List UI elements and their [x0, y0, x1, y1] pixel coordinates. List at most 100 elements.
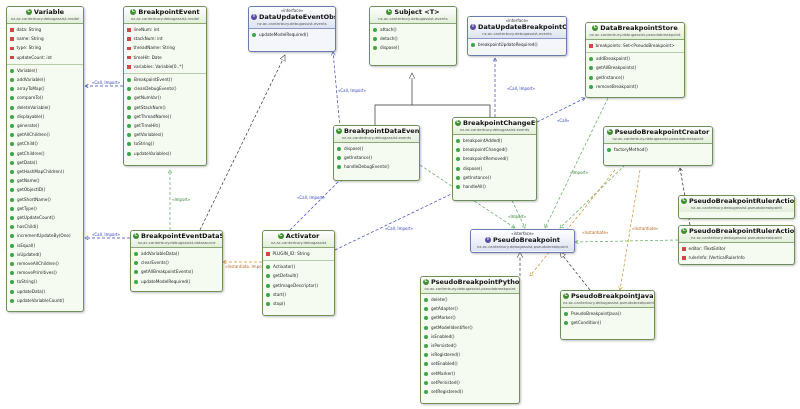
method-row[interactable]: clearEvents() [131, 258, 222, 267]
method-row[interactable]: setRegistered() [421, 387, 519, 396]
interface-data-update-breakpoint-observer[interactable]: «interface»IDataUpdateBreakpointObserver… [467, 16, 567, 56]
method-row[interactable]: setEnabled() [421, 359, 519, 368]
method-row[interactable]: getStackNum() [124, 103, 206, 112]
class-breakpoint-event-data-store[interactable]: CBreakpointEventDataStorenz.ac.canterbur… [130, 230, 223, 292]
method-row[interactable]: compareTo() [7, 93, 83, 102]
method-row[interactable]: attach() [370, 25, 456, 34]
method-row[interactable]: setMarker() [421, 369, 519, 378]
method-row[interactable]: updateVariables() [124, 149, 206, 158]
method-row[interactable]: setPersisted() [421, 378, 519, 387]
method-row[interactable]: updateModelRequired() [131, 277, 222, 286]
attribute-row[interactable]: lineNum: int [124, 25, 206, 34]
method-row[interactable]: arrayToMap() [7, 84, 83, 93]
method-row[interactable]: Activator() [263, 262, 334, 271]
method-row[interactable]: updateModelRequired() [249, 30, 335, 39]
method-row[interactable]: isEqual() [7, 241, 83, 250]
method-row[interactable]: dispose() [453, 164, 536, 173]
method-row[interactable]: getObjectID() [7, 185, 83, 194]
attribute-row[interactable]: type: String [7, 43, 83, 52]
method-row[interactable]: getImageDescriptor() [263, 281, 334, 290]
method-row[interactable]: getInstance() [453, 173, 536, 182]
method-row[interactable]: getModelIdentifier() [421, 323, 519, 332]
method-row[interactable]: getChild() [7, 139, 83, 148]
attribute-row[interactable]: breakpoints: Set<PseudoBreakpoint> [586, 41, 684, 50]
method-row[interactable]: isRegistered() [421, 350, 519, 359]
attribute-row[interactable]: rulerInfo: IVerticalRulerInfo [679, 253, 794, 262]
attribute-row[interactable]: stackNum: int [124, 34, 206, 43]
method-row[interactable]: getMarker() [421, 313, 519, 322]
method-row[interactable]: isPersisted() [421, 341, 519, 350]
method-row[interactable]: BreakpointEvent() [124, 75, 206, 84]
method-row[interactable]: getDefault() [263, 271, 334, 280]
method-row[interactable]: getChildren() [7, 149, 83, 158]
attribute-row[interactable]: PLUGIN_ID: String [263, 249, 334, 258]
method-row[interactable]: incrementUpdateBy(One) [7, 231, 83, 240]
method-row[interactable]: breakpointRemoved() [453, 154, 536, 163]
method-row[interactable]: getName() [7, 176, 83, 185]
method-row[interactable]: getInstance() [334, 153, 419, 162]
class-ruler-action-delegate[interactable]: CPseudoBreakpointRulerActionDelegatenz.a… [678, 195, 795, 219]
method-row[interactable]: dispose() [334, 144, 419, 153]
method-row[interactable]: breakpointUpdateRequired() [468, 40, 566, 49]
method-row[interactable]: deleteVariable() [7, 103, 83, 112]
method-row[interactable]: Variable() [7, 66, 83, 75]
method-row[interactable]: getTimeHit() [124, 121, 206, 130]
method-row[interactable]: getShortName() [7, 195, 83, 204]
method-row[interactable]: toString() [7, 277, 83, 286]
method-row[interactable]: getNumVar() [124, 93, 206, 102]
method-row[interactable]: handleDebugEvents() [334, 162, 419, 171]
method-row[interactable]: removeBreakpoint() [586, 82, 684, 91]
method-row[interactable]: getHashMapChildren() [7, 167, 83, 176]
method-row[interactable]: breakpointAdded() [453, 136, 536, 145]
method-row[interactable]: toString() [124, 139, 206, 148]
method-row[interactable]: getType() [7, 204, 83, 213]
method-row[interactable]: cleanDebugEvents() [124, 84, 206, 93]
method-row[interactable]: updateData() [7, 287, 83, 296]
method-row[interactable]: addVariableData() [131, 249, 222, 258]
method-row[interactable]: delete() [421, 295, 519, 304]
attribute-row[interactable]: threadName: String [124, 43, 206, 52]
method-row[interactable]: getCondition() [561, 318, 654, 327]
method-row[interactable]: stop() [263, 299, 334, 308]
method-row[interactable]: getAllBreakpoints() [586, 63, 684, 72]
method-row[interactable]: getData() [7, 158, 83, 167]
method-row[interactable]: addVariable() [7, 75, 83, 84]
class-breakpoint-change-event[interactable]: CBreakpointChangeEventnz.ac.canterbury.d… [452, 117, 537, 201]
method-row[interactable]: getInstance() [586, 73, 684, 82]
method-row[interactable]: detach() [370, 34, 456, 43]
method-row[interactable]: generate() [7, 121, 83, 130]
method-row[interactable]: factoryMethod() [604, 145, 712, 154]
attribute-row[interactable]: updateCount: int [7, 53, 83, 62]
attribute-row[interactable]: editor: ITextEditor [679, 244, 794, 253]
method-row[interactable]: handleAll() [453, 182, 536, 191]
method-row[interactable]: getAllChildren() [7, 130, 83, 139]
method-row[interactable]: start() [263, 290, 334, 299]
method-row[interactable]: addBreakpoint() [586, 54, 684, 63]
method-row[interactable]: getAllBreakpointEvents() [131, 267, 222, 276]
method-row[interactable]: getUpdateCount() [7, 213, 83, 222]
method-row[interactable]: displayable() [7, 112, 83, 121]
method-row[interactable]: dispose() [370, 43, 456, 52]
method-row[interactable]: hasChild() [7, 222, 83, 231]
attribute-row[interactable]: name: String [7, 34, 83, 43]
attribute-row[interactable]: timeHit: Date [124, 53, 206, 62]
method-row[interactable]: isUpdated() [7, 250, 83, 259]
attribute-row[interactable]: variables: Variable[0..*] [124, 62, 206, 71]
method-row[interactable]: getVariables() [124, 130, 206, 139]
method-row[interactable]: isEnabled() [421, 332, 519, 341]
method-row[interactable]: removePrimitives() [7, 268, 83, 277]
attribute-row[interactable]: data: String [7, 25, 83, 34]
method-row[interactable]: breakpointChanged() [453, 145, 536, 154]
method-row[interactable]: getAdapter() [421, 304, 519, 313]
